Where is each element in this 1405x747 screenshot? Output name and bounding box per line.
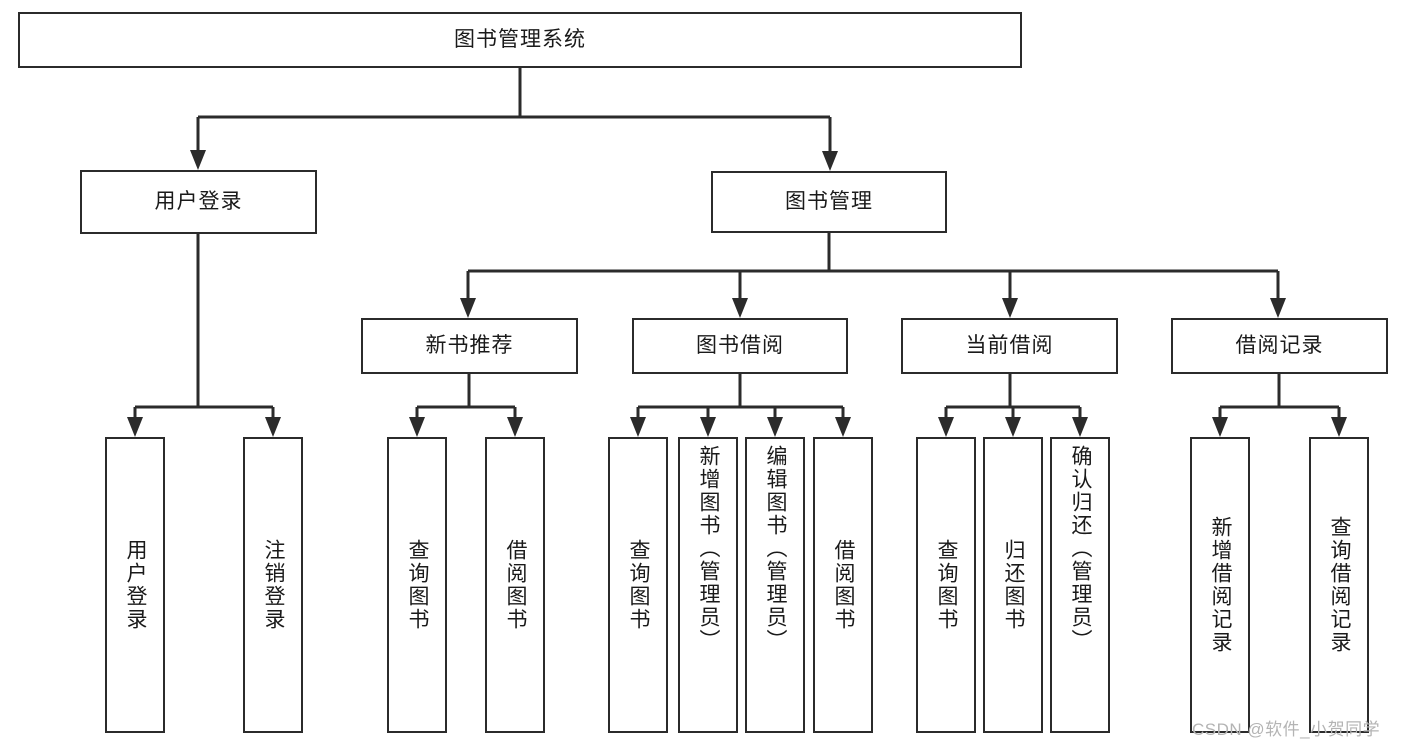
node-leaf-login-1[interactable]: 用户登录	[105, 437, 165, 733]
node-label: 查询图书	[935, 539, 959, 631]
arrowhead-cur-drop-2	[1005, 417, 1021, 437]
arrowhead-rec-drop-2	[1331, 417, 1347, 437]
node-newbook[interactable]: 新书推荐	[361, 318, 578, 374]
node-leaf-rec-1[interactable]: 新增借阅记录	[1190, 437, 1250, 733]
arrowhead-login-drop-1	[127, 417, 143, 437]
node-label: 借阅图书	[504, 539, 528, 631]
node-label: 新增图书（管理员）	[697, 445, 721, 652]
node-label: 图书借阅	[696, 334, 784, 358]
node-leaf-login-2[interactable]: 注销登录	[243, 437, 303, 733]
node-leaf-new-2[interactable]: 借阅图书	[485, 437, 545, 733]
node-login[interactable]: 用户登录	[80, 170, 317, 234]
arrowhead-bor-drop-2	[700, 417, 716, 437]
node-leaf-cur-3[interactable]: 确认归还（管理员）	[1050, 437, 1110, 733]
node-bookmgmt[interactable]: 图书管理	[711, 171, 947, 233]
node-label: 确认归还（管理员）	[1069, 445, 1093, 652]
node-leaf-cur-2[interactable]: 归还图书	[983, 437, 1043, 733]
node-label: 查询图书	[627, 539, 651, 631]
arrowhead-cur-drop-3	[1072, 417, 1088, 437]
node-borrow[interactable]: 图书借阅	[632, 318, 848, 374]
node-records[interactable]: 借阅记录	[1171, 318, 1388, 374]
node-leaf-bor-1[interactable]: 查询图书	[608, 437, 668, 733]
node-current[interactable]: 当前借阅	[901, 318, 1118, 374]
node-leaf-cur-1[interactable]: 查询图书	[916, 437, 976, 733]
node-label: 用户登录	[124, 539, 148, 631]
arrowhead-rec-drop-1	[1212, 417, 1228, 437]
node-leaf-rec-2[interactable]: 查询借阅记录	[1309, 437, 1369, 733]
arrowhead-root-drop-login	[190, 150, 206, 170]
node-label: 借阅图书	[832, 539, 856, 631]
csdn-watermark: CSDN @软件_小贺同学	[1192, 720, 1381, 739]
arrowhead-login-drop-2	[265, 417, 281, 437]
node-label: 查询借阅记录	[1328, 516, 1352, 654]
arrowhead-bor-drop-3	[767, 417, 783, 437]
arrowhead-bor-drop-4	[835, 417, 851, 437]
arrowhead-mgmt-drop-1	[460, 298, 476, 318]
node-root[interactable]: 图书管理系统	[18, 12, 1022, 68]
node-label: 查询图书	[406, 539, 430, 631]
node-leaf-bor-2[interactable]: 新增图书（管理员）	[678, 437, 738, 733]
arrowhead-mgmt-drop-4	[1270, 298, 1286, 318]
node-label: 图书管理	[785, 190, 873, 214]
arrowhead-new-drop-1	[409, 417, 425, 437]
node-label: 用户登录	[154, 190, 243, 214]
arrowhead-root-drop-mgmt	[822, 151, 838, 171]
node-leaf-new-1[interactable]: 查询图书	[387, 437, 447, 733]
node-label: 新增借阅记录	[1209, 516, 1233, 654]
arrowhead-cur-drop-1	[938, 417, 954, 437]
arrowhead-bor-drop-1	[630, 417, 646, 437]
arrowhead-mgmt-drop-2	[732, 298, 748, 318]
node-label: 图书管理系统	[454, 28, 586, 52]
node-label: 编辑图书（管理员）	[764, 445, 788, 652]
node-label: 归还图书	[1002, 539, 1026, 631]
node-label: 借阅记录	[1235, 334, 1324, 358]
arrowhead-mgmt-drop-3	[1002, 298, 1018, 318]
node-label: 新书推荐	[425, 334, 514, 358]
node-label: 当前借阅	[965, 334, 1054, 358]
node-leaf-bor-4[interactable]: 借阅图书	[813, 437, 873, 733]
node-label: 注销登录	[262, 539, 286, 631]
arrowhead-new-drop-2	[507, 417, 523, 437]
node-leaf-bor-3[interactable]: 编辑图书（管理员）	[745, 437, 805, 733]
